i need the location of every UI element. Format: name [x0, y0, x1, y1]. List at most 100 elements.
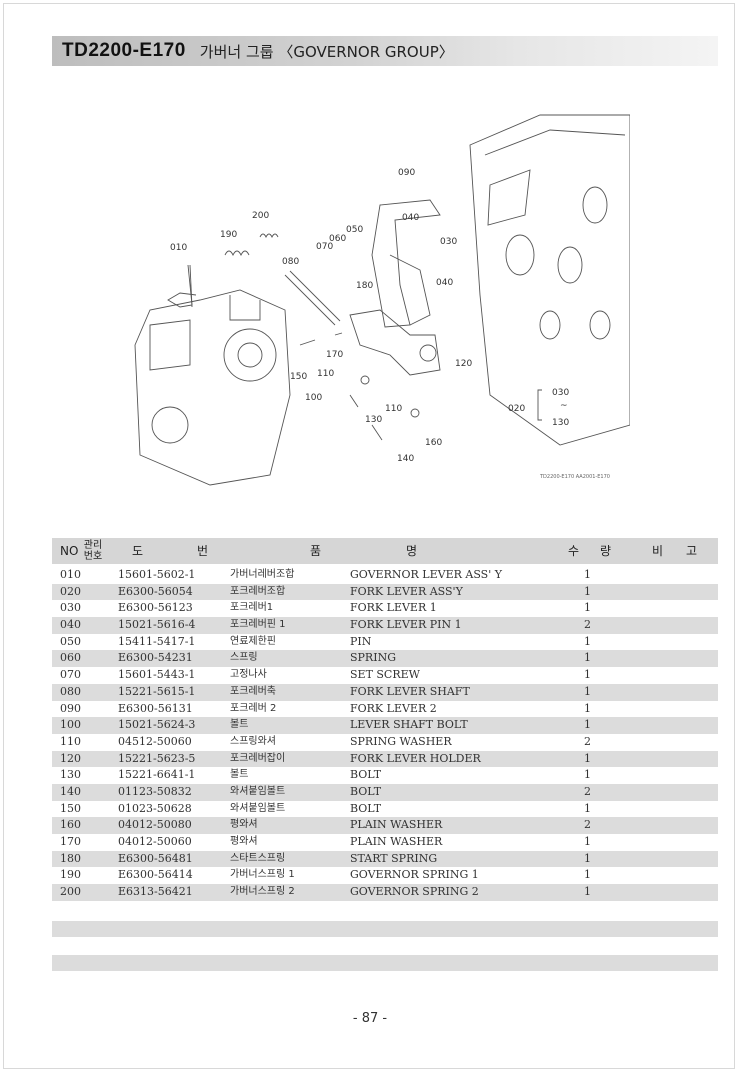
part-code: 15601-5602-1	[118, 568, 196, 581]
callout-070: 070	[316, 242, 333, 252]
part-name-english: GOVERNOR SPRING 1	[350, 868, 479, 882]
part-quantity: 1	[584, 835, 591, 848]
part-no: 180	[60, 851, 81, 865]
part-name-korean: 포크레버 2	[230, 702, 277, 714]
part-no: 040	[60, 618, 81, 632]
part-name-english: BOLT	[350, 768, 382, 782]
callout-080: 080	[282, 257, 299, 267]
part-no: 100	[60, 718, 81, 732]
part-name-english: GOVERNOR LEVER ASS' Y	[350, 568, 502, 581]
callout-010: 010	[170, 243, 187, 253]
part-quantity: 2	[584, 818, 591, 832]
callout-050: 050	[346, 225, 363, 235]
part-quantity: 1	[584, 668, 591, 682]
callout-100: 100	[305, 393, 322, 403]
part-no: 030	[60, 601, 81, 615]
callout-040: 040	[436, 278, 453, 288]
callout-140: 140	[397, 454, 414, 464]
callout-170: 170	[326, 350, 343, 360]
part-name-korean: 평와셔	[230, 819, 258, 831]
part-quantity: 1	[584, 601, 591, 615]
part-quantity: 1	[584, 851, 591, 865]
part-name-korean: 스프링와셔	[230, 735, 276, 747]
callout-160: 160	[425, 438, 442, 448]
part-code: E6300-56481	[118, 851, 193, 865]
parts-table-header: NO 관리 번호 도 번 품 명 수 량 비 고	[52, 538, 718, 564]
header-name-1: 품	[310, 544, 322, 558]
part-name-korean: 포크레버1	[230, 602, 274, 614]
part-quantity: 1	[584, 584, 591, 598]
part-no: 090	[60, 701, 81, 715]
part-code: E6300-56054	[118, 584, 193, 598]
part-no: 010	[60, 568, 81, 581]
header-remarks-2: 고	[686, 544, 698, 558]
header-drawing-2: 번	[197, 544, 209, 558]
part-code: 01023-50628	[118, 801, 192, 815]
header-no: NO	[60, 544, 79, 558]
page-number: - 87 -	[352, 1011, 388, 1026]
part-code: 15221-5615-1	[118, 684, 196, 698]
header-qty-2: 량	[600, 544, 612, 558]
part-code: 15411-5417-1	[118, 634, 196, 648]
part-name-english: GOVERNOR SPRING 2	[350, 885, 479, 899]
part-no: 070	[60, 668, 81, 682]
part-quantity: 1	[584, 751, 591, 765]
part-quantity: 1	[584, 684, 591, 698]
part-code: E6300-56123	[118, 601, 193, 615]
part-name-english: BOLT	[350, 801, 382, 815]
part-name-english: FORK LEVER ASS'Y	[350, 584, 463, 598]
part-code: E6300-56414	[118, 868, 193, 882]
part-code: 15021-5624-3	[118, 718, 196, 732]
part-name-english: START SPRING	[350, 851, 438, 865]
header-name-2: 명	[406, 544, 418, 558]
part-name-korean: 포크레버조합	[230, 585, 286, 597]
range-from: 030	[552, 388, 569, 398]
exploded-parts-diagram: 090 200 190 010 050 060 070 040 080 030 …	[110, 95, 631, 495]
callout-130: 130	[365, 415, 382, 425]
diagram-svg: 090 200 190 010 050 060 070 040 080 030 …	[134, 114, 631, 486]
part-code: E6313-56421	[118, 885, 193, 899]
part-quantity: 1	[584, 768, 591, 782]
part-no: 080	[60, 684, 81, 698]
part-name-korean: 평와셔	[230, 836, 258, 847]
part-name-korean: 볼트	[230, 769, 249, 781]
part-name-korean: 가버너스프링 2	[230, 886, 295, 898]
callout-120: 120	[455, 359, 472, 369]
part-name-korean: 포크레버잡이	[230, 752, 286, 764]
part-code: 04012-50060	[118, 835, 192, 848]
part-name-english: PLAIN WASHER	[350, 818, 443, 832]
part-name-english: FORK LEVER HOLDER	[350, 751, 481, 765]
table-filler-band	[52, 921, 718, 937]
part-no: 120	[60, 751, 81, 765]
part-name-english: SPRING	[350, 651, 396, 665]
part-quantity: 1	[584, 701, 591, 715]
part-no: 150	[60, 801, 81, 815]
table-filler-band	[52, 955, 718, 971]
callout-060: 060	[329, 234, 346, 244]
callout-110-left: 110	[317, 369, 334, 379]
part-name-english: SET SCREW	[350, 668, 420, 682]
model-code: TD2200-E170	[62, 40, 186, 61]
callout-040-top: 040	[402, 213, 419, 223]
part-name-english: FORK LEVER 1	[350, 601, 437, 615]
part-code: 04012-50080	[118, 818, 192, 832]
part-quantity: 2	[584, 784, 591, 798]
callout-190: 190	[220, 230, 237, 240]
callout-090: 090	[398, 168, 415, 178]
part-name-korean: 연료제한핀	[230, 635, 276, 647]
part-no: 140	[60, 784, 81, 798]
part-name-english: LEVER SHAFT BOLT	[350, 718, 468, 732]
part-name-english: FORK LEVER SHAFT	[350, 684, 470, 698]
